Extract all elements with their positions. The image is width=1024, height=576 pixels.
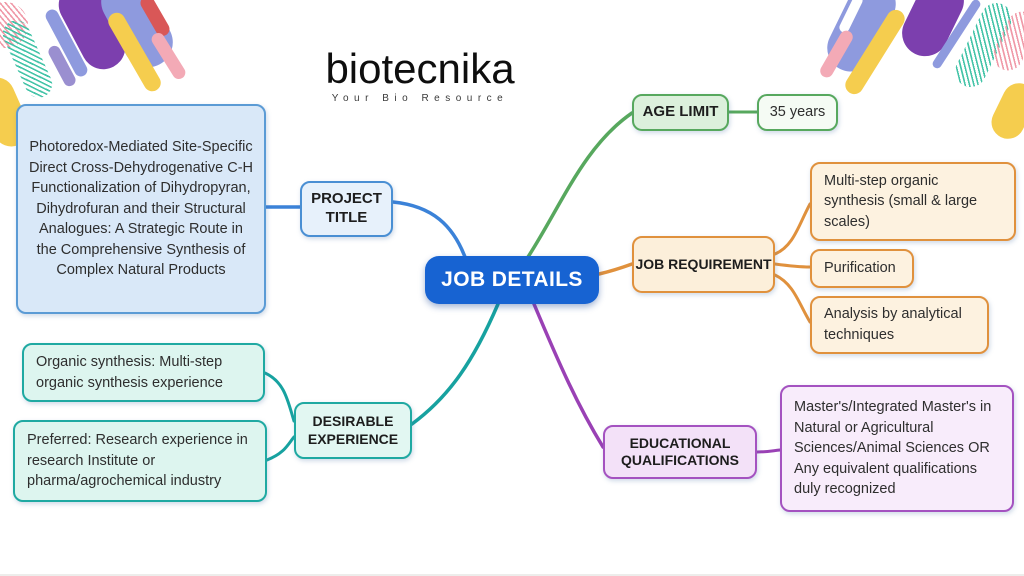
age-limit-value: 35 years: [757, 94, 838, 131]
link-req-item-2: [773, 262, 812, 269]
node-job-details: JOB DETAILS: [425, 256, 599, 304]
req-item-purification: Purification: [810, 249, 914, 288]
bottom-edge-line: [0, 574, 1024, 576]
req-item-text: Purification: [824, 260, 896, 277]
job-requirement-label: JOB REQUIREMENT: [635, 255, 772, 272]
link-project-title: [391, 200, 467, 259]
req-item-analysis: Analysis by analytical techniques: [810, 296, 989, 354]
des-item-text: Organic synthesis: Multi-step organic sy…: [36, 353, 223, 391]
req-item-multistep: Multi-step organic synthesis (small & la…: [810, 162, 1016, 241]
node-educational-qualifications: EDUCATIONAL QUALIFICATIONS: [603, 425, 757, 479]
des-item-text: Preferred: Research experience in resear…: [27, 432, 248, 490]
link-des-item-1: [263, 371, 296, 423]
node-desirable-experience: DESIRABLE EXPERIENCE: [294, 402, 412, 459]
link-educational: [532, 302, 605, 449]
edu-content: Master's/Integrated Master's in Natural …: [780, 385, 1014, 512]
project-title-label: PROJECT TITLE: [311, 190, 382, 226]
req-item-text: Analysis by analytical techniques: [824, 306, 962, 343]
educational-qualifications-label: EDUCATIONAL QUALIFICATIONS: [621, 434, 739, 469]
link-des-item-2: [265, 435, 296, 462]
link-age-limit: [526, 111, 634, 259]
brand-logo: biotecnika Your Bio Resource: [296, 45, 544, 105]
link-req-item-1: [773, 202, 812, 256]
node-project-title: PROJECT TITLE: [300, 181, 393, 237]
project-title-text: Photoredox-Mediated Site-Specific Direct…: [28, 138, 253, 279]
brand-name: biotecnika: [325, 45, 515, 92]
age-limit-value-text: 35 years: [769, 104, 826, 121]
req-item-text: Multi-step organic synthesis (small & la…: [824, 172, 978, 230]
node-age-limit: AGE LIMIT: [632, 94, 729, 131]
project-title-content: Photoredox-Mediated Site-Specific Direct…: [16, 104, 266, 314]
desirable-experience-label: DESIRABLE EXPERIENCE: [307, 413, 399, 447]
age-limit-label: AGE LIMIT: [642, 103, 719, 121]
link-req-item-3: [773, 273, 812, 324]
link-edu-content: [755, 448, 782, 454]
brand-tagline: Your Bio Resource: [331, 93, 509, 104]
link-desirable: [410, 302, 500, 426]
des-item-organic: Organic synthesis: Multi-step organic sy…: [22, 343, 265, 402]
node-job-requirement: JOB REQUIREMENT: [632, 236, 775, 293]
job-details-label: JOB DETAILS: [441, 268, 583, 291]
edu-content-text: Master's/Integrated Master's in Natural …: [794, 399, 992, 498]
des-item-preferred: Preferred: Research experience in resear…: [13, 420, 267, 502]
link-job-requirement: [597, 262, 634, 276]
